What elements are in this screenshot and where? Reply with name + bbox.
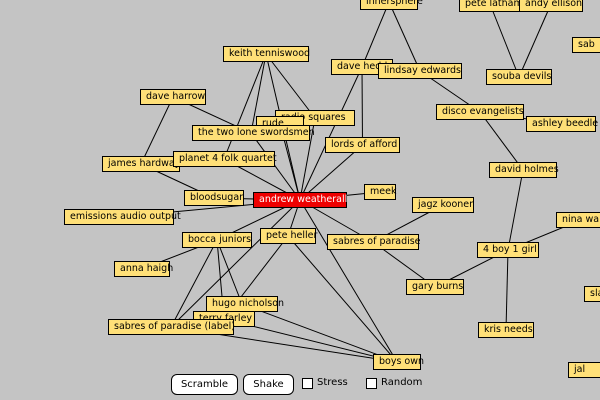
shake-button[interactable]: Shake <box>243 374 294 395</box>
node-dave-harrow[interactable]: dave harrow <box>140 89 206 105</box>
edge-innersphere-dave_hedd <box>361 1 390 68</box>
node-boys-own[interactable]: boys own <box>373 354 424 370</box>
edge-disco-david_holmes <box>479 111 524 171</box>
edge-andrew-dave_hedd <box>299 66 363 201</box>
edge-dave_hedd-lords <box>361 66 363 146</box>
edge-bocca-hugo <box>216 239 243 305</box>
random-label: Random <box>381 377 423 388</box>
node-ashley[interactable]: ashley beedle <box>526 116 598 132</box>
node-bocca[interactable]: bocca juniors <box>182 232 252 248</box>
edge-andrew-two_lone <box>250 132 301 201</box>
random-checkbox[interactable] <box>366 378 377 389</box>
edge-innersphere-lindsay <box>388 1 421 72</box>
edge-pete_latham-souba <box>489 3 520 78</box>
node-james[interactable]: james hardway <box>102 156 180 172</box>
node-four-boy[interactable]: 4 boy 1 girl <box>477 242 539 258</box>
edge-david_holmes-four_boy <box>507 169 524 251</box>
node-jagz[interactable]: jagz kooner <box>412 197 474 213</box>
node-pete-heller[interactable]: pete heller <box>260 228 317 244</box>
edge-hugo-boys_own <box>241 303 398 363</box>
node-keith[interactable]: keith tenniswood <box>223 46 310 62</box>
node-souba[interactable]: souba devils <box>486 69 552 85</box>
edge-andrew-sabres_label <box>170 199 301 328</box>
node-pete-latham[interactable]: pete latham <box>459 0 523 12</box>
scramble-button[interactable]: Scramble <box>171 374 238 395</box>
edge-andrew-lords <box>299 144 363 201</box>
node-emissions[interactable]: emissions audio output <box>64 209 181 225</box>
node-anna[interactable]: anna haigh <box>114 261 173 277</box>
node-disco[interactable]: disco evangelists <box>436 104 524 120</box>
edge-dave_harrow-james <box>140 96 174 165</box>
node-sabres[interactable]: sabres of paradise <box>327 234 421 250</box>
stress-label: Stress <box>317 377 348 388</box>
node-sla[interactable]: sla <box>584 286 600 302</box>
edge-keith-radio_squares <box>265 53 316 119</box>
stress-checkbox[interactable] <box>302 378 313 389</box>
node-andrew[interactable]: andrew weatherall <box>253 192 347 208</box>
edge-andrew-radio_squares <box>299 117 316 201</box>
edge-pete_heller-boys_own <box>287 235 398 363</box>
edge-bocca-sabres_label <box>170 239 218 328</box>
node-kris[interactable]: kris needs <box>478 322 534 338</box>
edge-keith-planet4 <box>223 53 267 160</box>
node-lords[interactable]: lords of afford <box>325 137 400 153</box>
edge-four_boy-kris <box>505 249 509 331</box>
node-gary[interactable]: gary burns <box>406 279 464 295</box>
edge-keith-two_lone <box>250 53 267 134</box>
node-planet4[interactable]: planet 4 folk quartet <box>173 151 277 167</box>
node-david-holmes[interactable]: david holmes <box>489 162 559 178</box>
node-hugo[interactable]: hugo nicholson <box>206 296 284 312</box>
node-bloodsugar[interactable]: bloodsugar <box>184 190 244 206</box>
node-meek[interactable]: meek <box>364 184 396 200</box>
node-lindsay[interactable]: lindsay edwards <box>378 63 462 79</box>
node-andy-ellison[interactable]: andy ellison <box>519 0 583 12</box>
node-sab-top[interactable]: sab <box>572 37 600 53</box>
node-jal[interactable]: jal <box>568 362 600 378</box>
control-panel: Scramble Shake Stress Random <box>0 374 600 398</box>
node-sabres-label[interactable]: sabres of paradise (label) <box>108 319 235 335</box>
graph-edges <box>118 1 582 363</box>
node-nina[interactable]: nina wals <box>556 212 600 228</box>
node-innersphere[interactable]: innersphere <box>360 0 423 10</box>
edge-andrew-boys_own <box>299 199 398 363</box>
node-two-lone[interactable]: the two lone swordsmen <box>192 125 315 141</box>
edge-andy_ellison-souba <box>518 3 552 78</box>
